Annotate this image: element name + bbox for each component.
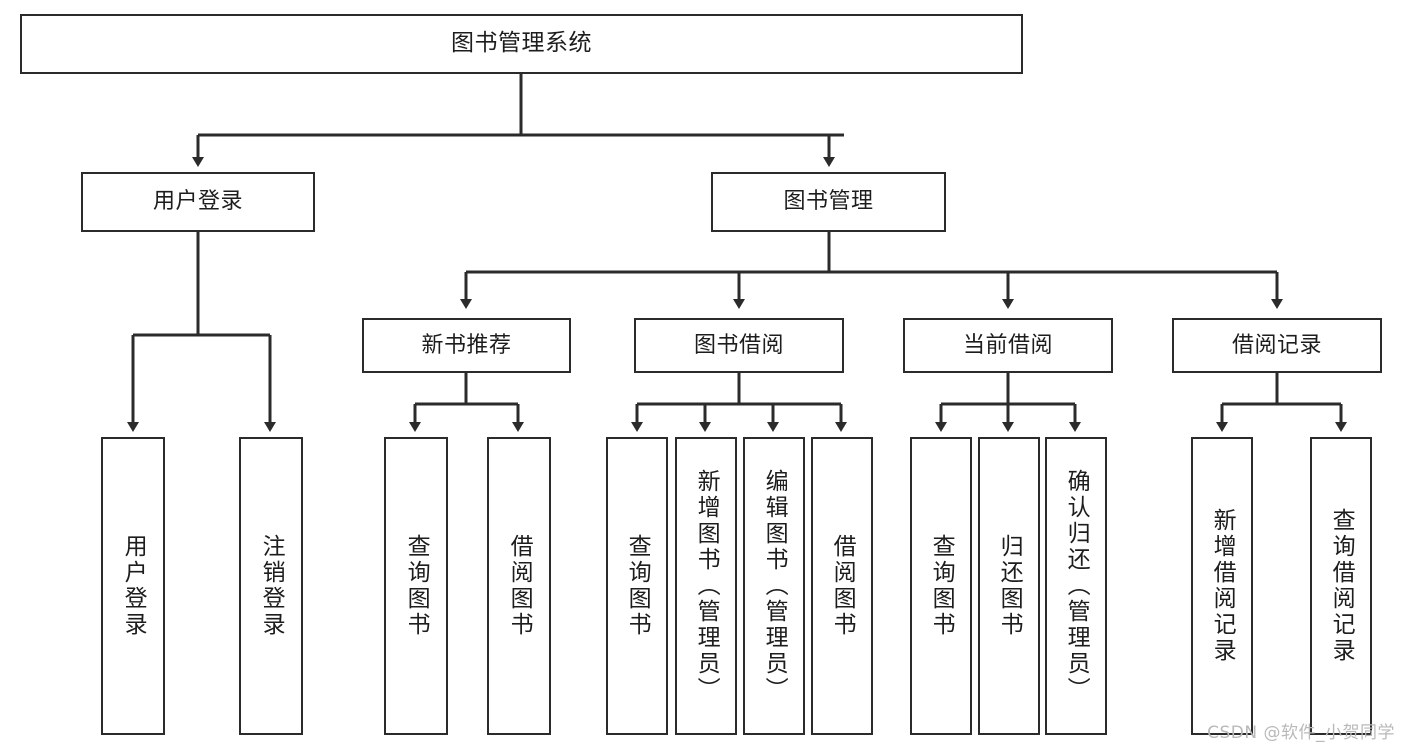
node-label: 查询借阅记录 [1328, 508, 1355, 664]
node-borrow-record[interactable]: 借阅记录 [1172, 318, 1382, 373]
node-book-management[interactable]: 图书管理 [711, 172, 946, 232]
leaf-user-login-sign-in[interactable]: 用户登录 [101, 437, 165, 735]
node-label: 查询图书 [624, 534, 651, 638]
node-label: 借阅图书 [506, 534, 533, 638]
leaf-borrow-query-book[interactable]: 查询图书 [606, 437, 668, 735]
leaf-current-return-book[interactable]: 归还图书 [978, 437, 1040, 735]
leaf-borrow-add-book-admin[interactable]: 新增图书（管理员） [675, 437, 737, 735]
node-label: 图书管理 [783, 189, 874, 215]
node-label: 借阅记录 [1231, 332, 1322, 358]
node-label: 用户登录 [120, 534, 147, 638]
node-label: 借阅图书 [829, 534, 856, 638]
node-label: 新书推荐 [421, 332, 512, 358]
leaf-borrow-borrow-book[interactable]: 借阅图书 [811, 437, 873, 735]
node-new-book-recommend[interactable]: 新书推荐 [362, 318, 571, 373]
node-label: 图书管理系统 [451, 30, 592, 57]
csdn-watermark: CSDN @软件_小贺同学 [1207, 723, 1395, 743]
node-label: 当前借阅 [962, 332, 1053, 358]
node-label: 确认归还（管理员） [1063, 469, 1090, 703]
leaf-record-add-record[interactable]: 新增借阅记录 [1191, 437, 1253, 735]
node-label: 注销登录 [258, 534, 285, 638]
leaf-new-book-borrow-book[interactable]: 借阅图书 [487, 437, 551, 735]
leaf-user-login-sign-out[interactable]: 注销登录 [239, 437, 303, 735]
leaf-new-book-query-book[interactable]: 查询图书 [384, 437, 448, 735]
node-label: 新增图书（管理员） [693, 469, 720, 703]
node-label: 查询图书 [403, 534, 430, 638]
leaf-current-query-book[interactable]: 查询图书 [910, 437, 972, 735]
node-label: 编辑图书（管理员） [761, 469, 788, 703]
node-user-login[interactable]: 用户登录 [81, 172, 315, 232]
node-label: 图书借阅 [693, 332, 784, 358]
leaf-borrow-edit-book-admin[interactable]: 编辑图书（管理员） [743, 437, 805, 735]
node-current-borrow[interactable]: 当前借阅 [903, 318, 1113, 373]
node-label: 查询图书 [928, 534, 955, 638]
leaf-record-query-record[interactable]: 查询借阅记录 [1310, 437, 1372, 735]
node-root-book-management-system[interactable]: 图书管理系统 [20, 14, 1023, 74]
node-book-borrow[interactable]: 图书借阅 [634, 318, 844, 373]
leaf-current-confirm-return-admin[interactable]: 确认归还（管理员） [1045, 437, 1107, 735]
node-label: 用户登录 [152, 189, 243, 215]
node-label: 新增借阅记录 [1209, 508, 1236, 664]
node-label: 归还图书 [996, 534, 1023, 638]
